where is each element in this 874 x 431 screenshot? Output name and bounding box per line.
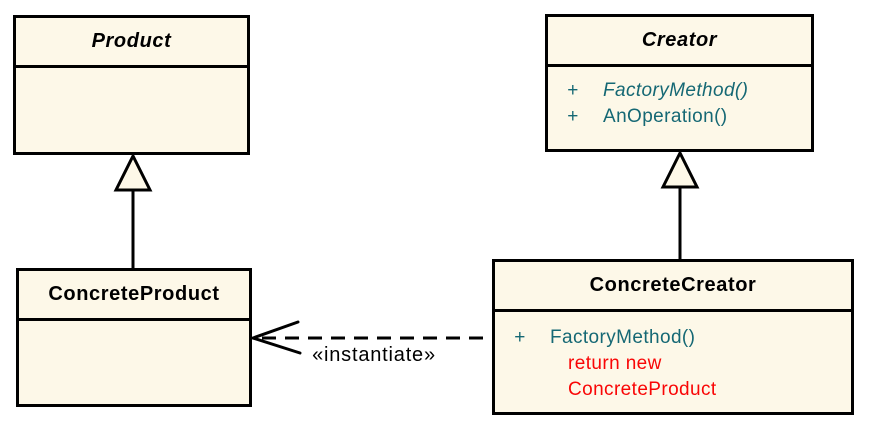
code-note-line-2: ConcreteProduct	[568, 379, 717, 400]
inheritance-triangle-icon	[113, 152, 153, 192]
class-body-concrete-creator: + FactoryMethod() return new ConcretePro…	[495, 312, 851, 403]
class-box-product: Product	[13, 15, 250, 155]
instantiate-stereotype-label: «instantiate»	[312, 344, 436, 366]
class-box-creator: Creator + FactoryMethod() + AnOperation(…	[545, 14, 814, 152]
method-anoperation: + AnOperation()	[548, 104, 811, 130]
method-name: AnOperation()	[603, 106, 728, 127]
generalization-concretecreator-to-creator	[660, 149, 700, 259]
generalization-concreteproduct-to-product	[113, 152, 153, 268]
class-body-product	[16, 68, 247, 79]
class-box-concrete-creator: ConcreteCreator + FactoryMethod() return…	[492, 259, 854, 415]
code-note-line-1: return new	[568, 353, 662, 374]
open-arrowhead-icon	[248, 320, 302, 355]
class-title-concrete-creator: ConcreteCreator	[495, 262, 851, 312]
visibility-plus: +	[567, 80, 579, 101]
class-title-creator: Creator	[548, 17, 811, 67]
visibility-plus: +	[514, 327, 526, 348]
class-box-concrete-product: ConcreteProduct	[16, 268, 252, 407]
method-factorymethod: + FactoryMethod()	[495, 325, 851, 351]
class-title-concrete-product: ConcreteProduct	[19, 271, 249, 321]
class-body-concrete-product	[19, 321, 249, 332]
visibility-plus: +	[567, 106, 579, 127]
method-name: FactoryMethod()	[603, 80, 749, 101]
inheritance-triangle-icon	[660, 149, 700, 189]
method-name: FactoryMethod()	[550, 327, 696, 348]
method-factorymethod: + FactoryMethod()	[548, 78, 811, 104]
class-title-product: Product	[16, 18, 247, 68]
class-body-creator: + FactoryMethod() + AnOperation()	[548, 67, 811, 130]
instantiate-dependency-arrow	[248, 320, 492, 355]
